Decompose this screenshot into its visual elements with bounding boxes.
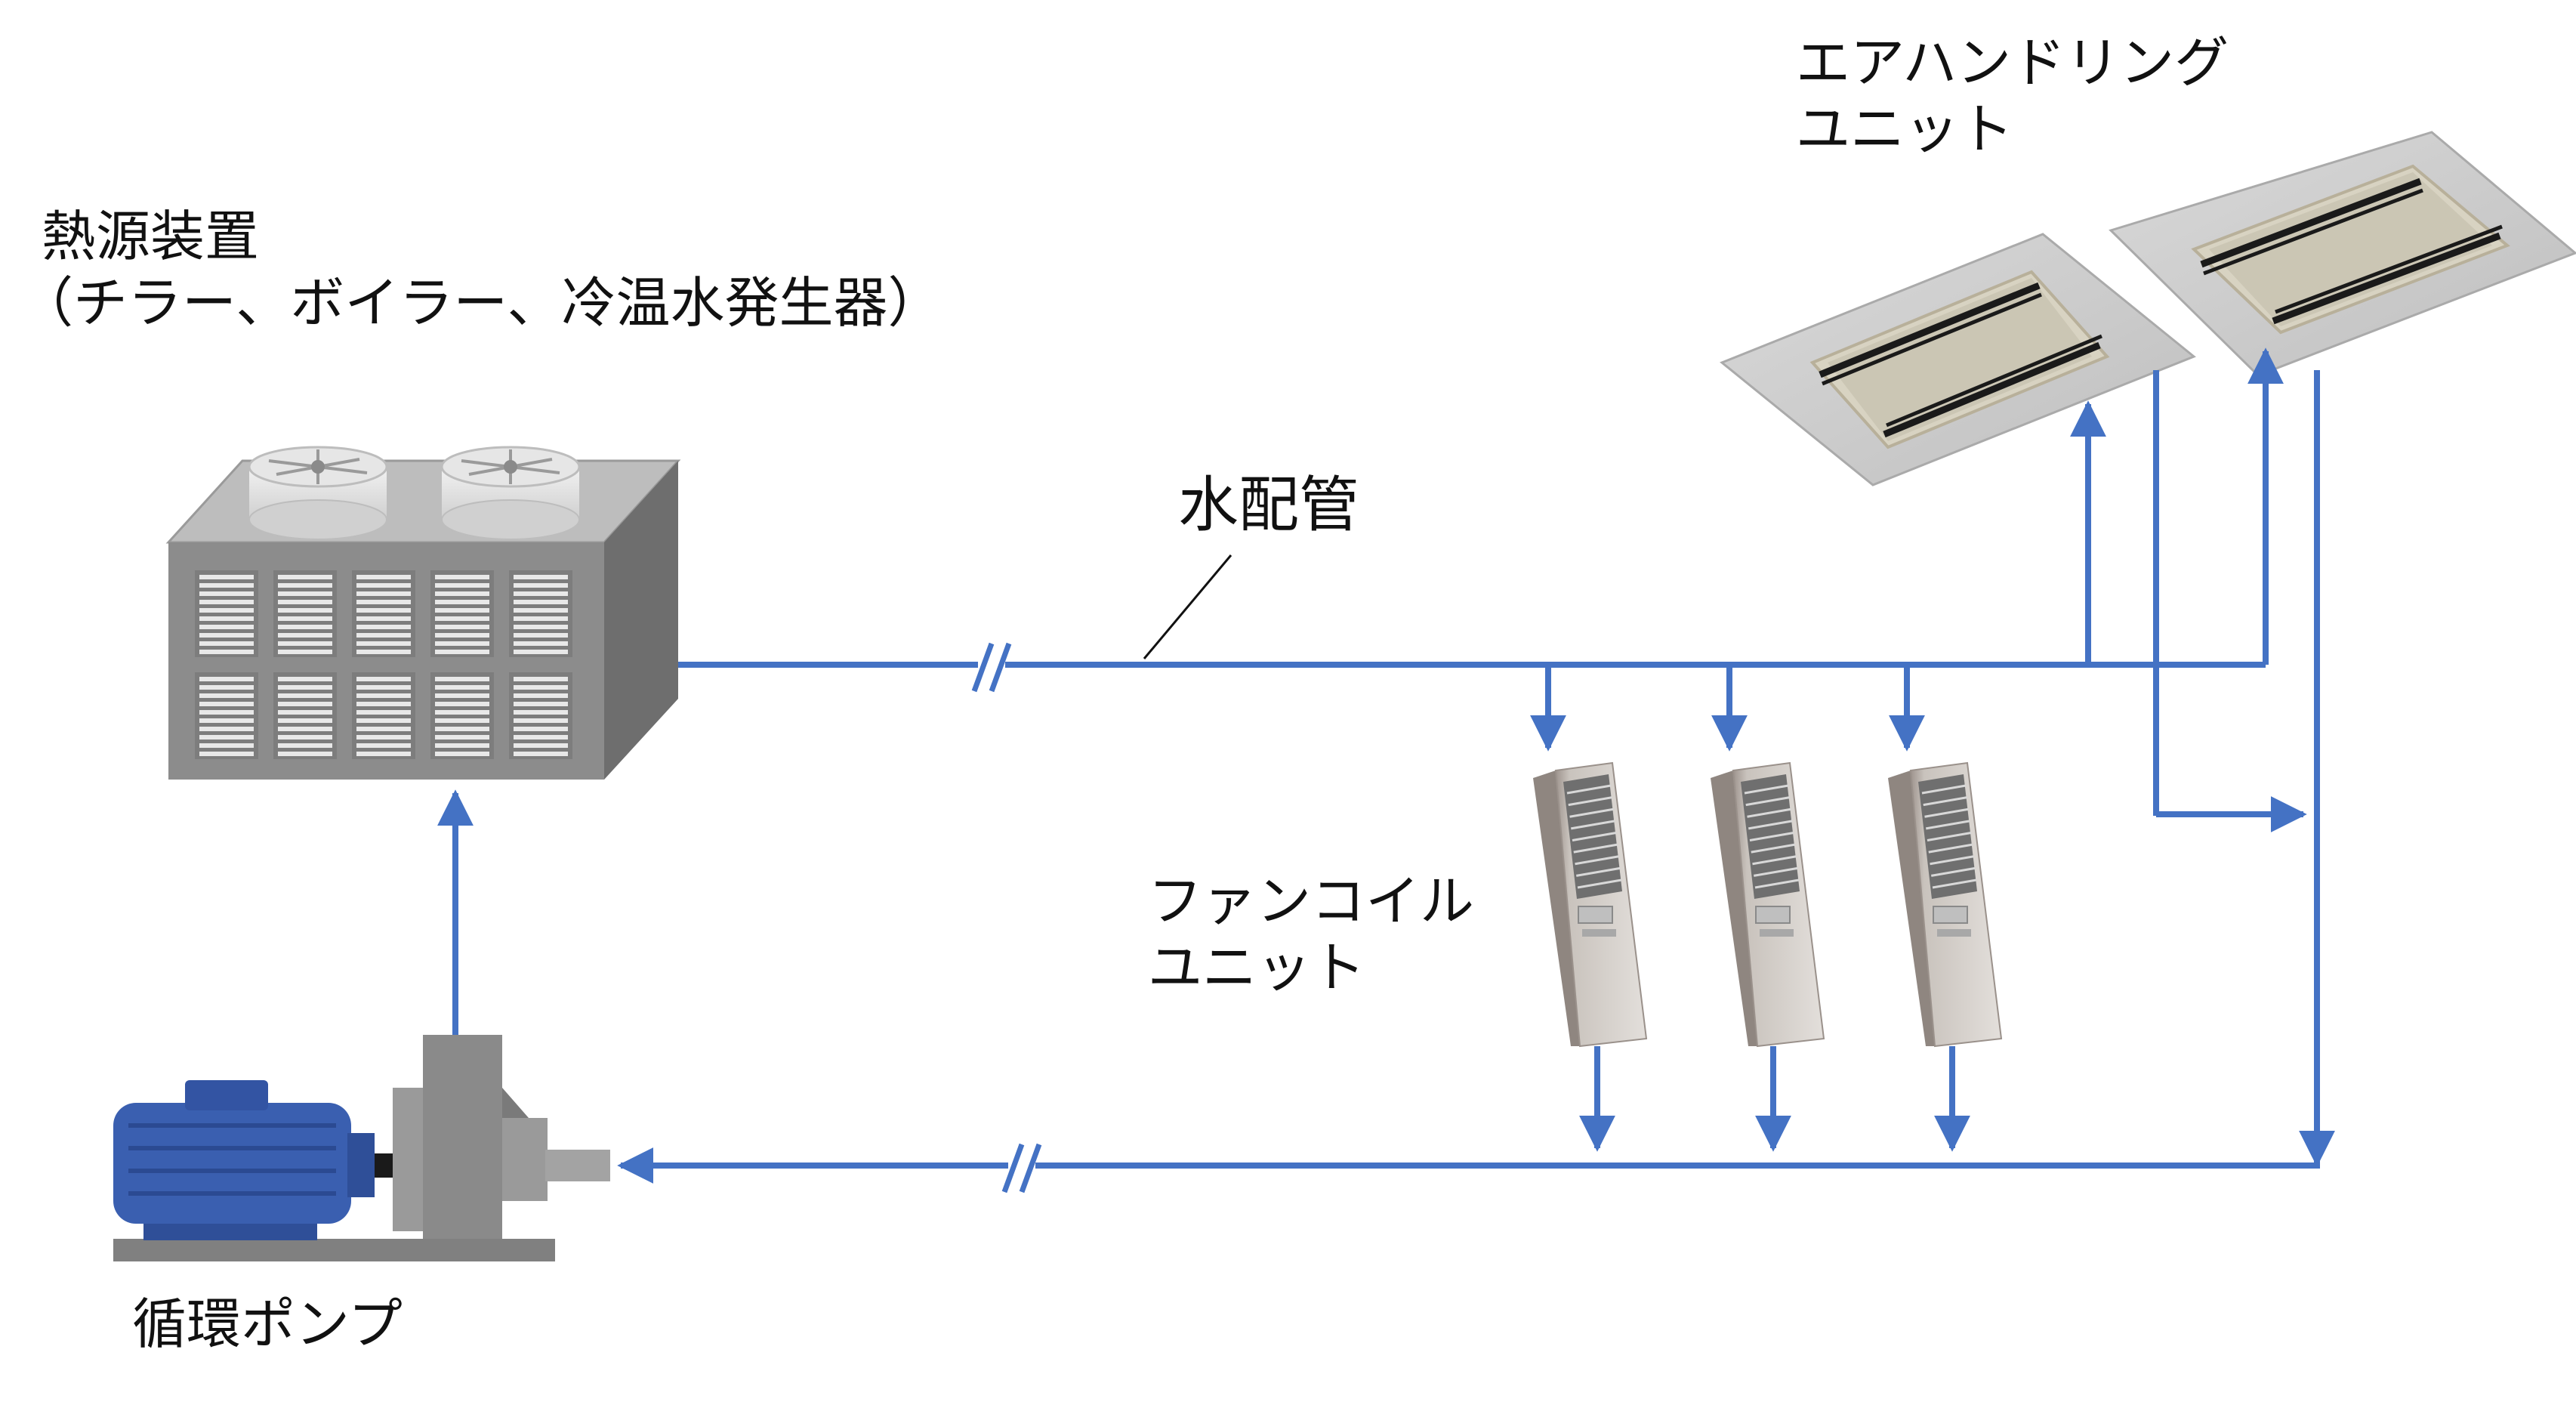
water-piping [437,347,2335,1184]
pump-base [113,1239,555,1261]
pipe-break-mark-supply [971,642,1012,693]
chiller-louver-panel [273,570,337,657]
circulation-pump [113,1035,610,1261]
air-handling-unit-label-line2: ユニット [1796,97,2014,161]
chiller-fan-right [440,446,581,540]
chiller-top-face [165,459,681,544]
pipe-break-mark-return [1001,1143,1042,1193]
pump-inlet-nozzle [545,1150,610,1181]
heat-source-unit [165,446,681,780]
pump-discharge-neck [502,1088,529,1118]
fan-coil-unit [1711,761,1825,1048]
fan-coil-unit-label-line2: ユニット [1148,935,1366,999]
water-piping-label: 水配管 [1178,470,1359,540]
heat-source-title: 熱源装置 [42,205,260,268]
chiller-louver-panel [352,672,415,759]
motor-body [113,1103,351,1224]
chiller-louver-panel [352,570,415,657]
air-handling-unit-left [1720,233,2196,486]
air-handling-unit-right [2109,131,2576,377]
water-piping-leader-line [1143,554,1232,659]
chiller-louver-panel [273,672,337,759]
chiller-louver-panel [430,672,494,759]
fan-coil-unit [1533,761,1648,1048]
pump-volute [502,1118,548,1201]
chiller-louver-panel [509,672,572,759]
circulation-pump-label: 循環ポンプ [132,1292,403,1356]
fan-coil-unit-label-line1: ファンコイル [1148,869,1475,933]
chiller-louver-panel [509,570,572,657]
fan-coil-unit [1888,761,2003,1048]
fan-coil-units [1533,761,2003,1048]
chiller-louver-panel [430,570,494,657]
motor-end-cap [347,1133,375,1197]
heat-source-subtitle: （チラー、ボイラー、冷温水発生器） [19,270,942,335]
air-handling-unit-label-line1: エアハンドリング [1796,31,2229,94]
motor-terminal-box [185,1080,268,1110]
chiller-fan-left [248,446,388,540]
chiller-louver-panel [195,570,258,657]
chiller-louver-panel [195,672,258,759]
air-handling-unit-label: エアハンドリング ユニット [1796,30,2229,163]
chiller-side-face [604,461,678,780]
pump-casing [423,1035,502,1239]
heat-source-label: 熱源装置 （チラー、ボイラー、冷温水発生器） [19,204,942,337]
chiller-louver-panels [195,570,572,759]
fan-coil-unit-label: ファンコイル ユニット [1148,869,1474,1002]
